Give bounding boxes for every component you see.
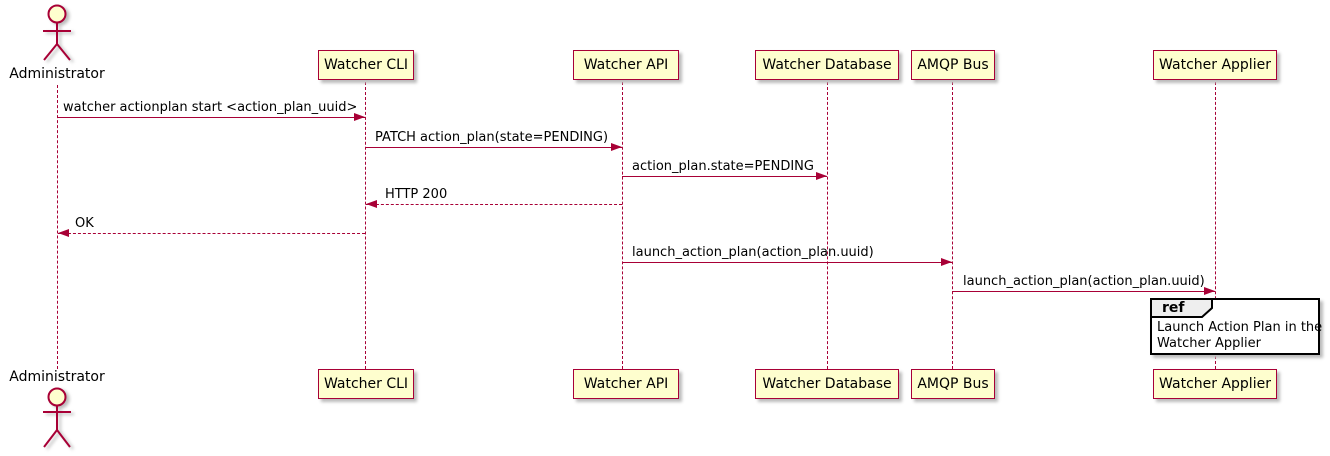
lifeline-administrator	[57, 85, 58, 369]
participant-label: AMQP Bus	[917, 376, 989, 392]
participant-amqp-bus-bottom: AMQP Bus	[911, 369, 995, 399]
participant-label: Watcher Database	[762, 376, 892, 392]
actor-icon-bottom	[43, 387, 71, 448]
ref-fragment: ref Launch Action Plan in the Watcher Ap…	[1150, 298, 1323, 355]
lifeline-watcher-api	[622, 82, 623, 369]
participant-watcher-applier-top: Watcher Applier	[1153, 50, 1277, 80]
actor-label-bottom: Administrator	[9, 369, 105, 385]
participant-watcher-api-top: Watcher API	[573, 50, 679, 80]
message-line	[58, 233, 365, 234]
message-line	[366, 204, 622, 205]
lifeline-amqp-bus	[952, 82, 953, 369]
arrow-head-icon	[1204, 287, 1215, 295]
ref-pentagon-icon	[1150, 298, 1213, 318]
arrow-head-icon	[354, 113, 365, 121]
message-label: watcher actionplan start <action_plan_uu…	[63, 100, 358, 115]
arrow-head-icon	[941, 258, 952, 266]
arrow-head-icon	[611, 143, 622, 151]
message-line	[622, 176, 827, 177]
participant-label: Watcher Applier	[1159, 376, 1271, 392]
message-label: OK	[75, 216, 94, 231]
participant-label: AMQP Bus	[917, 57, 989, 73]
lifeline-watcher-applier	[1215, 82, 1216, 369]
message-label: PATCH action_plan(state=PENDING)	[375, 130, 609, 145]
participant-watcher-applier-bottom: Watcher Applier	[1153, 369, 1277, 399]
participant-label: Watcher Database	[762, 57, 892, 73]
lifeline-watcher-database	[827, 82, 828, 369]
message-label: HTTP 200	[385, 187, 448, 202]
arrow-head-icon	[366, 200, 377, 208]
actor-label: Administrator	[9, 66, 105, 82]
participant-label: Watcher CLI	[323, 376, 409, 392]
message-line	[952, 291, 1215, 292]
ref-text-line: Launch Action Plan in the	[1157, 320, 1323, 335]
arrow-head-icon	[58, 229, 69, 237]
ref-keyword: ref	[1162, 300, 1185, 316]
message-label: launch_action_plan(action_plan.uuid)	[963, 274, 1205, 289]
participant-label: Watcher CLI	[323, 57, 409, 73]
arrow-head-icon	[816, 172, 827, 180]
lifeline-watcher-cli	[365, 82, 366, 369]
participant-amqp-bus-top: AMQP Bus	[911, 50, 995, 80]
participant-watcher-api-bottom: Watcher API	[573, 369, 679, 399]
message-line	[622, 262, 952, 263]
actor-icon	[43, 4, 71, 61]
participant-label: Watcher API	[583, 376, 669, 392]
participant-watcher-cli-bottom: Watcher CLI	[318, 369, 414, 399]
message-line	[365, 147, 622, 148]
participant-label: Watcher API	[583, 57, 669, 73]
message-label: action_plan.state=PENDING	[632, 159, 814, 174]
participant-watcher-database-top: Watcher Database	[755, 50, 899, 80]
ref-text-line: Watcher Applier	[1157, 336, 1261, 351]
message-label: launch_action_plan(action_plan.uuid)	[632, 245, 874, 260]
participant-label: Watcher Applier	[1159, 57, 1271, 73]
participant-watcher-database-bottom: Watcher Database	[755, 369, 899, 399]
participant-watcher-cli-top: Watcher CLI	[318, 50, 414, 80]
message-line	[57, 117, 365, 118]
